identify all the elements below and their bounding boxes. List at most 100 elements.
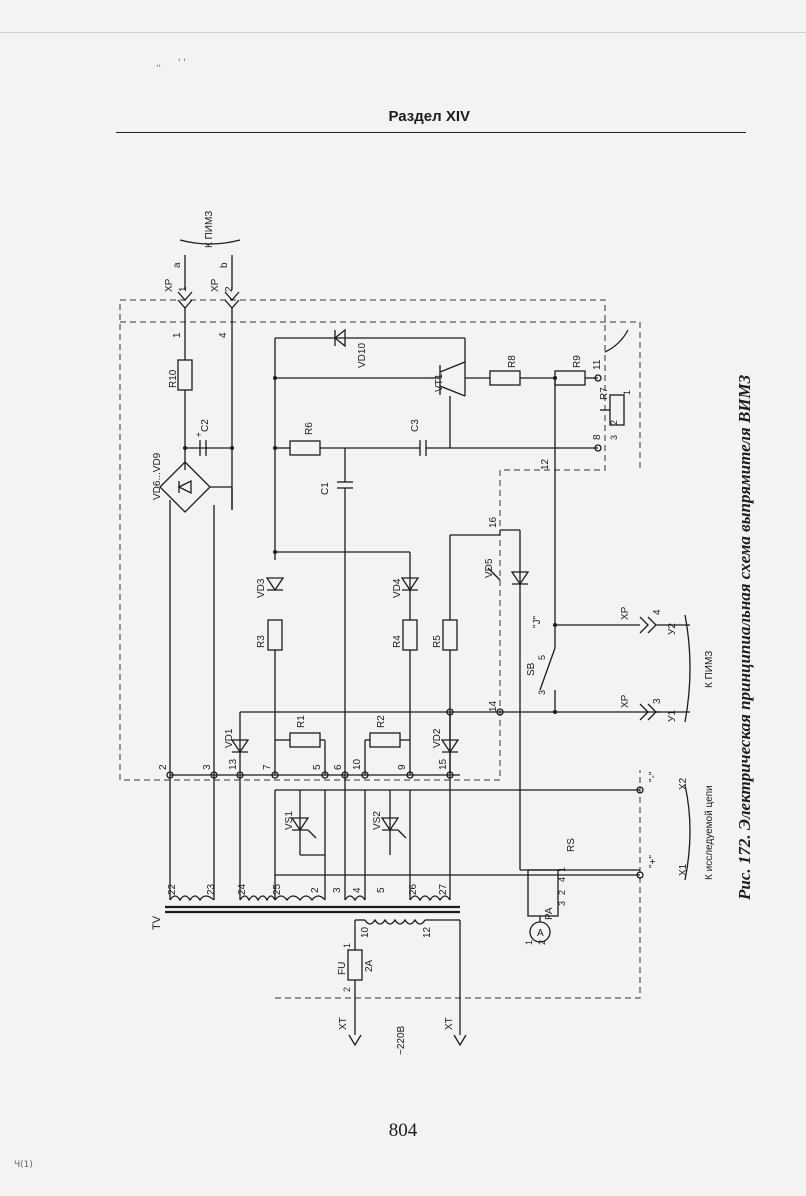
xp3-name: XP (620, 694, 631, 708)
mains-label: ~220В (396, 1025, 407, 1055)
pa-pin-2: 2 (537, 940, 547, 945)
bridge-label: VD6...VD9 (152, 452, 163, 500)
x2-sign: "-" (648, 771, 659, 782)
r6-label: R6 (304, 422, 315, 435)
tv-pin-12: 12 (422, 926, 433, 938)
xp4-letter: У2 (667, 623, 678, 635)
pin-9: 9 (397, 764, 408, 770)
r4-label: R4 (392, 635, 403, 648)
vd4-label: VD4 (392, 578, 403, 598)
r7-label: R7 (599, 387, 610, 400)
control-section (273, 328, 629, 900)
r5-label: R5 (432, 635, 443, 648)
tv-pin-27: 27 (438, 883, 449, 895)
thyristor-section (166, 712, 644, 900)
pimz-bottom-label: К ПИМЗ (704, 651, 715, 688)
pin-16: 16 (488, 516, 499, 528)
pa-symbol: A (537, 928, 544, 939)
pin-13: 13 (228, 758, 239, 770)
pa-pin-1: 1 (524, 940, 534, 945)
board-outline (119, 299, 641, 999)
mains-section (347, 949, 467, 1047)
meter-section (520, 869, 640, 943)
vd10-label: VD10 (357, 343, 368, 368)
sb-pin-5: 5 (537, 655, 547, 660)
xp4-num: 4 (652, 609, 663, 615)
r9-label: R9 (572, 355, 583, 368)
pin-2: 2 (158, 764, 169, 770)
tv-pin-3: 3 (332, 887, 343, 893)
pin-15: 15 (438, 758, 449, 770)
top-connectors (177, 239, 241, 309)
fu-pin-1: 1 (342, 943, 352, 948)
xt-right: XT (444, 1017, 455, 1030)
pin-11: 11 (592, 359, 603, 370)
r10-label: R10 (168, 369, 179, 388)
c1-label: C1 (320, 482, 331, 495)
xp1-num: 1 (178, 286, 189, 292)
tv-pin-2: 2 (310, 887, 321, 893)
pa-label: PA (544, 907, 555, 920)
figure-caption: Рис. 172. Электрическая принципиальная с… (735, 374, 754, 901)
x1-label: X1 (678, 863, 689, 876)
tv-pin-26: 26 (408, 883, 419, 895)
rs-pin-2: 2 (557, 890, 567, 895)
r7-pin-2: 2 (609, 420, 619, 425)
tv-pin-22: 22 (167, 883, 178, 895)
xp1-letter: a (172, 262, 183, 268)
fu-label: FU (337, 962, 348, 975)
scan-mark-3: Ч(1) (14, 1160, 33, 1170)
xp2-num: 2 (224, 286, 235, 292)
sb-label: SB (526, 662, 537, 676)
r8-label: R8 (507, 355, 518, 368)
pin-6: 6 (333, 764, 344, 770)
r7-pin-1: 1 (622, 390, 632, 395)
page-number: 804 (388, 1120, 418, 1141)
scan-top-edge (0, 32, 806, 33)
x1-sign: "+" (648, 855, 659, 868)
pin-4: 4 (218, 332, 229, 338)
xt-left: XT (338, 1017, 349, 1030)
scan-mark-2: ' ' (178, 58, 186, 68)
page-header: Раздел XIV (116, 104, 746, 133)
xp3-num: 3 (652, 698, 663, 704)
xp2-letter: b (219, 262, 230, 268)
r2-label: R2 (376, 715, 387, 728)
vs2-label: VS2 (372, 811, 383, 830)
x2-label: X2 (678, 777, 689, 790)
tv-pin-4: 4 (352, 887, 363, 893)
fu-rating: 2A (364, 959, 375, 972)
pin-3: 3 (202, 764, 213, 770)
vd3-label: VD3 (256, 578, 267, 598)
rs-label: RS (566, 838, 577, 852)
pin-12: 12 (540, 458, 551, 470)
c2-label: C2 (200, 419, 211, 432)
vt1-label: VT1 (434, 373, 445, 392)
fu-pin-2: 2 (342, 987, 352, 992)
vd1-label: VD1 (224, 728, 235, 748)
r3-label: R3 (256, 635, 267, 648)
pin-1: 1 (172, 332, 183, 338)
pin-5: 5 (312, 764, 323, 770)
vd5-label: VD5 (484, 558, 495, 578)
pin-10: 10 (352, 758, 363, 770)
sb-pin-3: 3 (537, 690, 547, 695)
tv-pin-25: 25 (272, 883, 283, 895)
r1-label: R1 (296, 715, 307, 728)
r7-pin-3: 3 (609, 435, 619, 440)
pin-7: 7 (262, 764, 273, 770)
tv-pin-23: 23 (206, 883, 217, 895)
section-title: Раздел XIV (388, 108, 470, 125)
vs1-label: VS1 (284, 811, 295, 830)
output-terminals (684, 784, 691, 881)
tv-pin-10: 10 (360, 926, 371, 938)
transformer-tv (165, 895, 461, 1035)
rs-pin-4: 4 (557, 877, 567, 882)
rs-pin-3: 3 (557, 901, 567, 906)
c2-plus: + (196, 430, 201, 440)
pimz-top-label: К ПИМЗ (204, 211, 215, 248)
vd2-label: VD2 (432, 728, 443, 748)
rectifier-section (159, 308, 234, 900)
pin-8: 8 (592, 434, 603, 440)
